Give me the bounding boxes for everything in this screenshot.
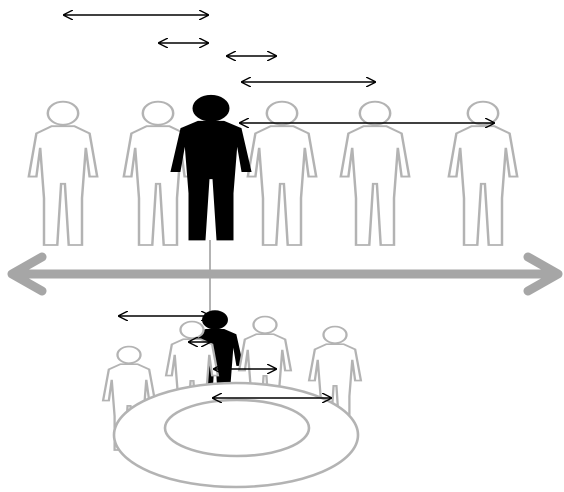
person-icon bbox=[124, 102, 192, 245]
top-row-group bbox=[29, 95, 517, 245]
double-headed-axis-arrow-icon bbox=[12, 257, 558, 291]
person-icon bbox=[29, 102, 97, 245]
